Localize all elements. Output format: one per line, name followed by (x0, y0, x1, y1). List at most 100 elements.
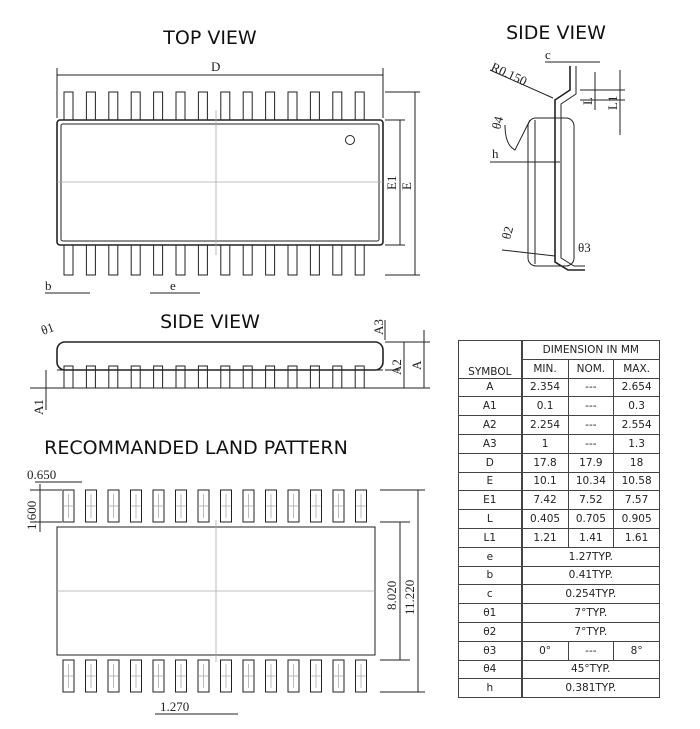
top-pin (287, 91, 298, 121)
typ-cell: 7°TYP. (521, 621, 660, 642)
side-view-right-title: SIDE VIEW (506, 22, 606, 44)
max-cell: 18 (613, 452, 660, 473)
top-pin (242, 91, 253, 121)
nom-cell: 10.34 (567, 471, 615, 492)
land-pad (242, 489, 255, 523)
top-view: TOP VIEW D E1 E b e (45, 27, 420, 294)
label-A1: A1 (31, 399, 46, 415)
label-E1: E1 (384, 176, 399, 190)
land-pad (130, 659, 142, 693)
max-cell: 7.57 (613, 490, 660, 511)
nom-cell: 0.705 (567, 509, 615, 529)
bottom-pin (242, 244, 253, 276)
label-b: b (45, 278, 52, 293)
land-pad (175, 489, 187, 523)
label-e: e (170, 278, 176, 293)
top-pin (153, 91, 164, 121)
min-header: MIN. (521, 358, 569, 379)
land-pad (107, 659, 120, 693)
side-lead-inner (560, 66, 585, 267)
typ-cell: 7°TYP. (521, 603, 660, 623)
land-pad (220, 489, 232, 523)
land-pad (197, 489, 210, 523)
bottom-pin (220, 244, 231, 276)
land-pad (62, 659, 75, 693)
label-A: A (409, 360, 424, 370)
land-pad (197, 659, 210, 693)
label-A2: A2 (389, 359, 404, 375)
max-cell: 0.905 (613, 509, 660, 529)
land-pad (130, 489, 142, 523)
dimension-group-header: DIMENSION IN MM (521, 340, 660, 360)
symbol-header: SYMBOL (457, 340, 523, 379)
land-pad (107, 489, 120, 523)
symbol-cell: A1 (457, 396, 523, 417)
label-1600: 1.600 (24, 501, 39, 530)
label-8020: 8.020 (384, 581, 399, 610)
symbol-cell: E1 (457, 490, 523, 511)
land-pad (85, 489, 97, 523)
bottom-pin (354, 244, 365, 276)
min-cell: 0° (521, 640, 569, 661)
min-cell: 0.405 (521, 509, 569, 529)
max-cell: 1.61 (613, 527, 660, 548)
typ-cell: 1.27TYP. (521, 546, 660, 567)
side-view-bottom-title: SIDE VIEW (160, 311, 260, 333)
nom-cell: 7.52 (567, 490, 615, 511)
label-R0150: R0.150 (489, 59, 530, 89)
nom-cell: --- (567, 640, 615, 661)
top-pin (220, 91, 231, 121)
land-pad (332, 489, 345, 523)
min-cell: 10.1 (521, 471, 569, 492)
side-lead (554, 66, 585, 271)
land-pattern-title: RECOMMANDED LAND PATTERN (44, 437, 348, 459)
symbol-cell: θ1 (457, 603, 523, 623)
top-pin (85, 91, 96, 121)
nom-cell: --- (567, 377, 615, 398)
typ-cell: 0.254TYP. (521, 584, 660, 605)
min-cell: 7.42 (521, 490, 569, 511)
leader-R0150 (489, 69, 554, 99)
label-A3: A3 (371, 319, 386, 335)
symbol-cell: L (457, 509, 523, 529)
label-theta3: θ3 (578, 240, 591, 255)
max-cell: 2.654 (613, 377, 660, 398)
max-cell: 1.3 (613, 433, 660, 454)
symbol-cell: θ3 (457, 640, 523, 661)
bottom-pin (265, 244, 276, 276)
max-header: MAX. (613, 358, 660, 379)
land-pad (310, 659, 322, 693)
land-pad (310, 489, 322, 523)
top-pin (265, 91, 276, 121)
top-pin (130, 91, 141, 121)
nom-cell: --- (567, 396, 615, 417)
top-pin (354, 91, 365, 121)
nom-cell: --- (567, 415, 615, 435)
symbol-cell: A2 (457, 415, 523, 435)
min-cell: 2.354 (521, 377, 569, 398)
symbol-cell: A3 (457, 433, 523, 454)
top-pin (175, 91, 186, 121)
label-L1: L1 (605, 96, 620, 110)
bottom-pin (197, 244, 208, 276)
max-cell: 0.3 (613, 396, 660, 417)
min-cell: 2.254 (521, 415, 569, 435)
bottom-pin (332, 244, 343, 276)
min-cell: 0.1 (521, 396, 569, 417)
typ-cell: 0.41TYP. (521, 565, 660, 586)
top-view-title: TOP VIEW (162, 27, 257, 49)
bottom-pin (130, 244, 141, 276)
